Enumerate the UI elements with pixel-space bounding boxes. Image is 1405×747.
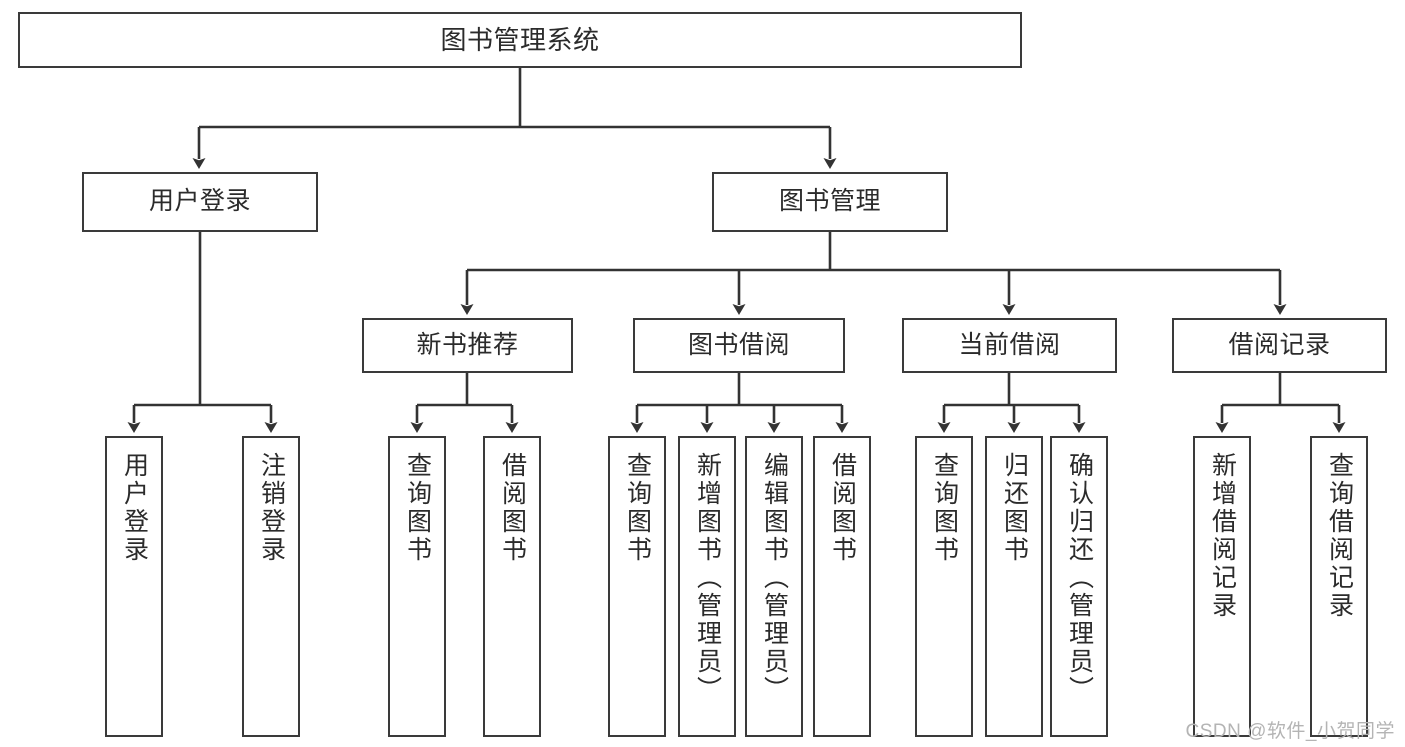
node-leaf-query-book-3-label: 查询图书: [930, 452, 959, 564]
node-root[interactable]: 图书管理系统: [18, 12, 1022, 68]
node-leaf-return-book-label: 归还图书: [1000, 452, 1029, 564]
node-leaf-confirm-return[interactable]: 确认归还（管理员）: [1050, 436, 1108, 737]
node-leaf-add-record-label: 新增借阅记录: [1208, 452, 1237, 620]
node-borrow-record[interactable]: 借阅记录: [1172, 318, 1387, 373]
watermark-text: CSDN @软件_小贺同学: [1185, 721, 1395, 742]
node-leaf-query-book-1-label: 查询图书: [403, 452, 432, 564]
node-leaf-query-book-2[interactable]: 查询图书: [608, 436, 666, 737]
node-leaf-add-book[interactable]: 新增图书（管理员）: [678, 436, 736, 737]
node-leaf-add-record[interactable]: 新增借阅记录: [1193, 436, 1251, 737]
node-leaf-confirm-return-label: 确认归还（管理员）: [1065, 452, 1094, 704]
node-root-label: 图书管理系统: [440, 24, 600, 55]
node-new-book-recommend-label: 新书推荐: [416, 330, 519, 359]
node-leaf-borrow-book-2[interactable]: 借阅图书: [813, 436, 871, 737]
node-book-manage-label: 图书管理: [778, 187, 881, 216]
node-book-borrow[interactable]: 图书借阅: [633, 318, 845, 373]
node-leaf-edit-book[interactable]: 编辑图书（管理员）: [745, 436, 803, 737]
node-user-login-label: 用户登录: [148, 187, 251, 216]
node-leaf-edit-book-label: 编辑图书（管理员）: [760, 452, 789, 704]
node-leaf-add-book-label: 新增图书（管理员）: [693, 452, 722, 704]
node-book-borrow-label: 图书借阅: [687, 330, 790, 359]
node-leaf-query-record-label: 查询借阅记录: [1325, 452, 1354, 620]
node-leaf-logout-login-label: 注销登录: [257, 452, 286, 564]
node-leaf-borrow-book-1-label: 借阅图书: [498, 452, 527, 564]
node-current-borrow[interactable]: 当前借阅: [902, 318, 1117, 373]
node-leaf-query-book-3[interactable]: 查询图书: [915, 436, 973, 737]
node-user-login[interactable]: 用户登录: [82, 172, 318, 232]
node-leaf-user-login-label: 用户登录: [120, 452, 149, 564]
node-book-manage[interactable]: 图书管理: [712, 172, 948, 232]
node-leaf-query-book-2-label: 查询图书: [623, 452, 652, 564]
node-leaf-user-login[interactable]: 用户登录: [105, 436, 163, 737]
node-leaf-query-record[interactable]: 查询借阅记录: [1310, 436, 1368, 737]
node-leaf-borrow-book-1[interactable]: 借阅图书: [483, 436, 541, 737]
node-leaf-return-book[interactable]: 归还图书: [985, 436, 1043, 737]
node-leaf-logout-login[interactable]: 注销登录: [242, 436, 300, 737]
node-current-borrow-label: 当前借阅: [958, 330, 1061, 359]
node-new-book-recommend[interactable]: 新书推荐: [362, 318, 573, 373]
node-leaf-query-book-1[interactable]: 查询图书: [388, 436, 446, 737]
node-borrow-record-label: 借阅记录: [1228, 330, 1331, 359]
node-leaf-borrow-book-2-label: 借阅图书: [828, 452, 857, 564]
